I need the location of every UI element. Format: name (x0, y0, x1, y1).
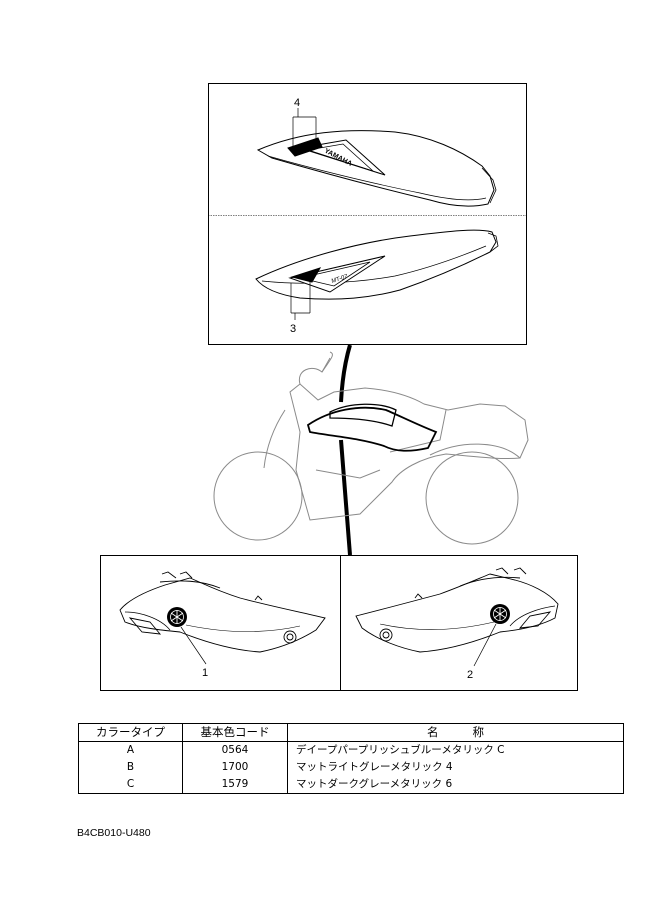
cell-color-name: マットダークグレーメタリック 6 (287, 776, 624, 794)
cell-color-name: マットライトグレーメタリック 4 (287, 759, 624, 776)
bottom-detail-frame (100, 555, 578, 691)
model-decal-text: MT-07 (331, 274, 349, 285)
callout-4: 4 (294, 97, 300, 109)
callout-1: 1 (202, 667, 208, 679)
table-row: B 1700 マットライトグレーメタリック 4 (78, 759, 624, 776)
header-color-type: カラータイプ (78, 723, 183, 742)
table-row: C 1579 マットダークグレーメタリック 6 (78, 776, 624, 794)
table-row: A 0564 デイープパープリッシュブルーメタリック C (78, 741, 624, 759)
cell-color-name: デイープパープリッシュブルーメタリック C (287, 741, 624, 759)
yamaha-emblem-right (490, 604, 510, 624)
color-code-table: カラータイプ 基本色コード 名称 A 0564 デイープパープリッシュブルーメタ… (78, 723, 624, 794)
side-scoop-right-drawing (355, 567, 559, 653)
cell-base-color-code: 0564 (182, 741, 288, 759)
header-name: 名称 (287, 723, 624, 742)
cell-color-type: A (78, 741, 183, 759)
tank-cover-lower-drawing (255, 229, 499, 300)
header-name-right: 称 (472, 725, 485, 739)
header-base-color-code: 基本色コード (182, 723, 288, 742)
cell-color-type: B (78, 759, 183, 776)
top-detail-frame (208, 83, 527, 345)
connector-top (339, 344, 352, 403)
callout-1-leader (180, 626, 207, 665)
table-header-row: カラータイプ 基本色コード 名称 (78, 723, 624, 742)
callout-3: 3 (290, 323, 296, 335)
document-id: B4CB010-U480 (77, 827, 151, 839)
cell-color-type: C (78, 776, 183, 794)
side-scoop-left-drawing (119, 571, 326, 653)
yamaha-emblem-left (167, 607, 187, 627)
motorcycle-silhouette (213, 351, 529, 545)
tank-decal-outline (306, 403, 438, 452)
callout-2-leader (473, 623, 497, 667)
tank-cover-upper-drawing (256, 130, 497, 207)
cell-base-color-code: 1700 (182, 759, 288, 776)
callout-2: 2 (467, 669, 473, 681)
connector-bottom (339, 439, 352, 556)
header-name-left: 名 (427, 725, 439, 739)
cell-base-color-code: 1579 (182, 776, 288, 794)
